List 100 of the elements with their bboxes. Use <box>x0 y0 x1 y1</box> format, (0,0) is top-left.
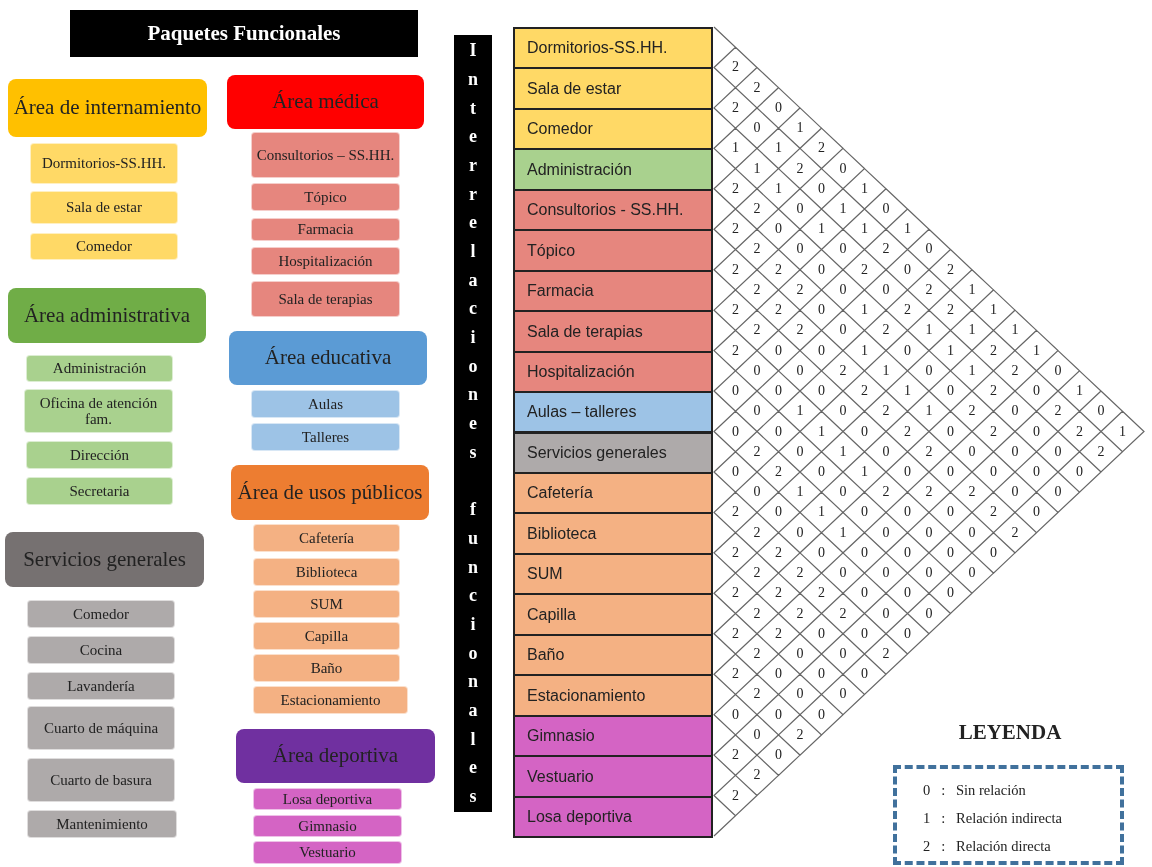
matrix-row-label: Baño <box>513 633 713 677</box>
relation-value: 0 <box>946 585 955 602</box>
relation-value: 1 <box>924 322 934 339</box>
relation-value: 2 <box>752 686 762 703</box>
relation-value: 2 <box>1010 524 1020 541</box>
relation-value: 1 <box>817 423 826 440</box>
relation-value: 2 <box>774 302 783 319</box>
relation-value: 0 <box>1032 423 1041 440</box>
relation-value: 0 <box>860 504 869 521</box>
space-item: Comedor <box>27 600 175 628</box>
relation-value: 1 <box>924 403 934 420</box>
relation-value: 0 <box>817 261 826 278</box>
relation-value: 1 <box>731 140 740 157</box>
relation-value: 0 <box>1010 484 1020 501</box>
relation-value: 0 <box>838 160 848 177</box>
space-item: Baño <box>253 654 400 682</box>
space-item: Dirección <box>26 441 173 469</box>
matrix-row-label: Vestuario <box>513 755 713 798</box>
legend-entry: 2 : Relación directa <box>923 837 1052 856</box>
relation-value: 0 <box>817 463 826 480</box>
relation-value: 1 <box>860 302 869 319</box>
relation-value: 0 <box>774 747 783 764</box>
relation-value: 0 <box>774 342 783 359</box>
relation-value: 2 <box>795 726 805 743</box>
relation-value: 0 <box>881 605 891 622</box>
relation-value: 1 <box>795 120 805 137</box>
relation-value: 2 <box>774 261 783 278</box>
relation-value: 2 <box>752 79 762 96</box>
relation-value: 2 <box>924 484 934 501</box>
matrix-row-label: Hospitalización <box>513 350 713 394</box>
relation-value: 0 <box>924 524 934 541</box>
relation-value: 1 <box>860 342 869 359</box>
matrix-row-label: Biblioteca <box>513 512 713 555</box>
space-item: Lavandería <box>27 672 175 700</box>
space-item: Sala de estar <box>30 191 178 224</box>
relation-value: 2 <box>795 565 805 582</box>
relation-value: 0 <box>860 585 869 602</box>
vertical-banner: Interrelaciones funcionales <box>454 35 492 812</box>
relation-value: 0 <box>1053 484 1063 501</box>
relation-value: 2 <box>967 403 977 420</box>
relation-value: 1 <box>946 342 955 359</box>
relation-value: 0 <box>817 342 826 359</box>
relation-value: 2 <box>774 585 783 602</box>
relation-value: 1 <box>838 201 848 217</box>
space-item: SUM <box>253 590 400 618</box>
relation-value: 1 <box>967 281 977 298</box>
relation-value: 1 <box>1032 342 1041 359</box>
matrix-row-label: Aulas – talleres <box>513 391 713 434</box>
relation-value: 2 <box>881 484 891 501</box>
relation-value: 1 <box>860 221 869 238</box>
relation-value: 2 <box>752 767 762 784</box>
relation-value: 0 <box>924 565 934 582</box>
relation-value: 0 <box>903 585 912 602</box>
space-item: Oficina de atención fam. <box>24 389 173 433</box>
relation-value: 0 <box>817 706 826 723</box>
relation-value: 0 <box>731 463 740 480</box>
area-header: Área educativa <box>229 331 427 385</box>
relation-value: 1 <box>903 221 912 238</box>
relation-value: 1 <box>774 180 783 197</box>
relation-value: 2 <box>989 342 998 359</box>
space-item: Talleres <box>251 423 400 451</box>
relation-value: 0 <box>817 666 826 683</box>
relation-value: 0 <box>946 423 955 440</box>
relation-value: 2 <box>752 241 762 258</box>
relation-value: 2 <box>731 544 740 561</box>
relation-value: 1 <box>903 383 912 400</box>
relation-value: 0 <box>860 544 869 561</box>
matrix-row-label: Estacionamiento <box>513 674 713 717</box>
relation-value: 0 <box>924 241 934 258</box>
relation-value: 2 <box>752 605 762 622</box>
relation-value: 0 <box>903 544 912 561</box>
relation-value: 0 <box>860 666 869 683</box>
relation-value: 0 <box>881 281 891 298</box>
relation-value: 0 <box>795 362 805 379</box>
relation-value: 1 <box>967 322 977 339</box>
relation-value: 2 <box>838 362 848 379</box>
relation-value: 1 <box>1010 322 1020 339</box>
relation-value: 0 <box>881 443 891 460</box>
relation-value: 2 <box>881 241 891 258</box>
relation-value: 0 <box>752 484 762 501</box>
matrix-row-label: Servicios generales <box>513 431 713 474</box>
relation-value: 0 <box>795 443 805 460</box>
space-item: Cafetería <box>253 524 400 552</box>
relation-value: 0 <box>774 706 783 723</box>
relation-value: 0 <box>967 565 977 582</box>
space-item: Mantenimiento <box>27 810 177 838</box>
relation-value: 0 <box>774 99 783 116</box>
relation-value: 0 <box>881 565 891 582</box>
matrix-row-label: Gimnasio <box>513 714 713 758</box>
relation-value: 0 <box>838 686 848 703</box>
relation-value: 2 <box>881 403 891 420</box>
relation-value: 2 <box>731 99 740 116</box>
space-item: Sala de terapias <box>251 281 400 317</box>
relation-value: 0 <box>752 403 762 420</box>
space-item: Cuarto de basura <box>27 758 175 802</box>
relation-value: 2 <box>731 302 740 319</box>
relation-value: 0 <box>817 302 826 319</box>
space-item: Gimnasio <box>253 815 402 837</box>
relation-value: 0 <box>1010 443 1020 460</box>
matrix-row-label: Sala de terapias <box>513 310 713 353</box>
